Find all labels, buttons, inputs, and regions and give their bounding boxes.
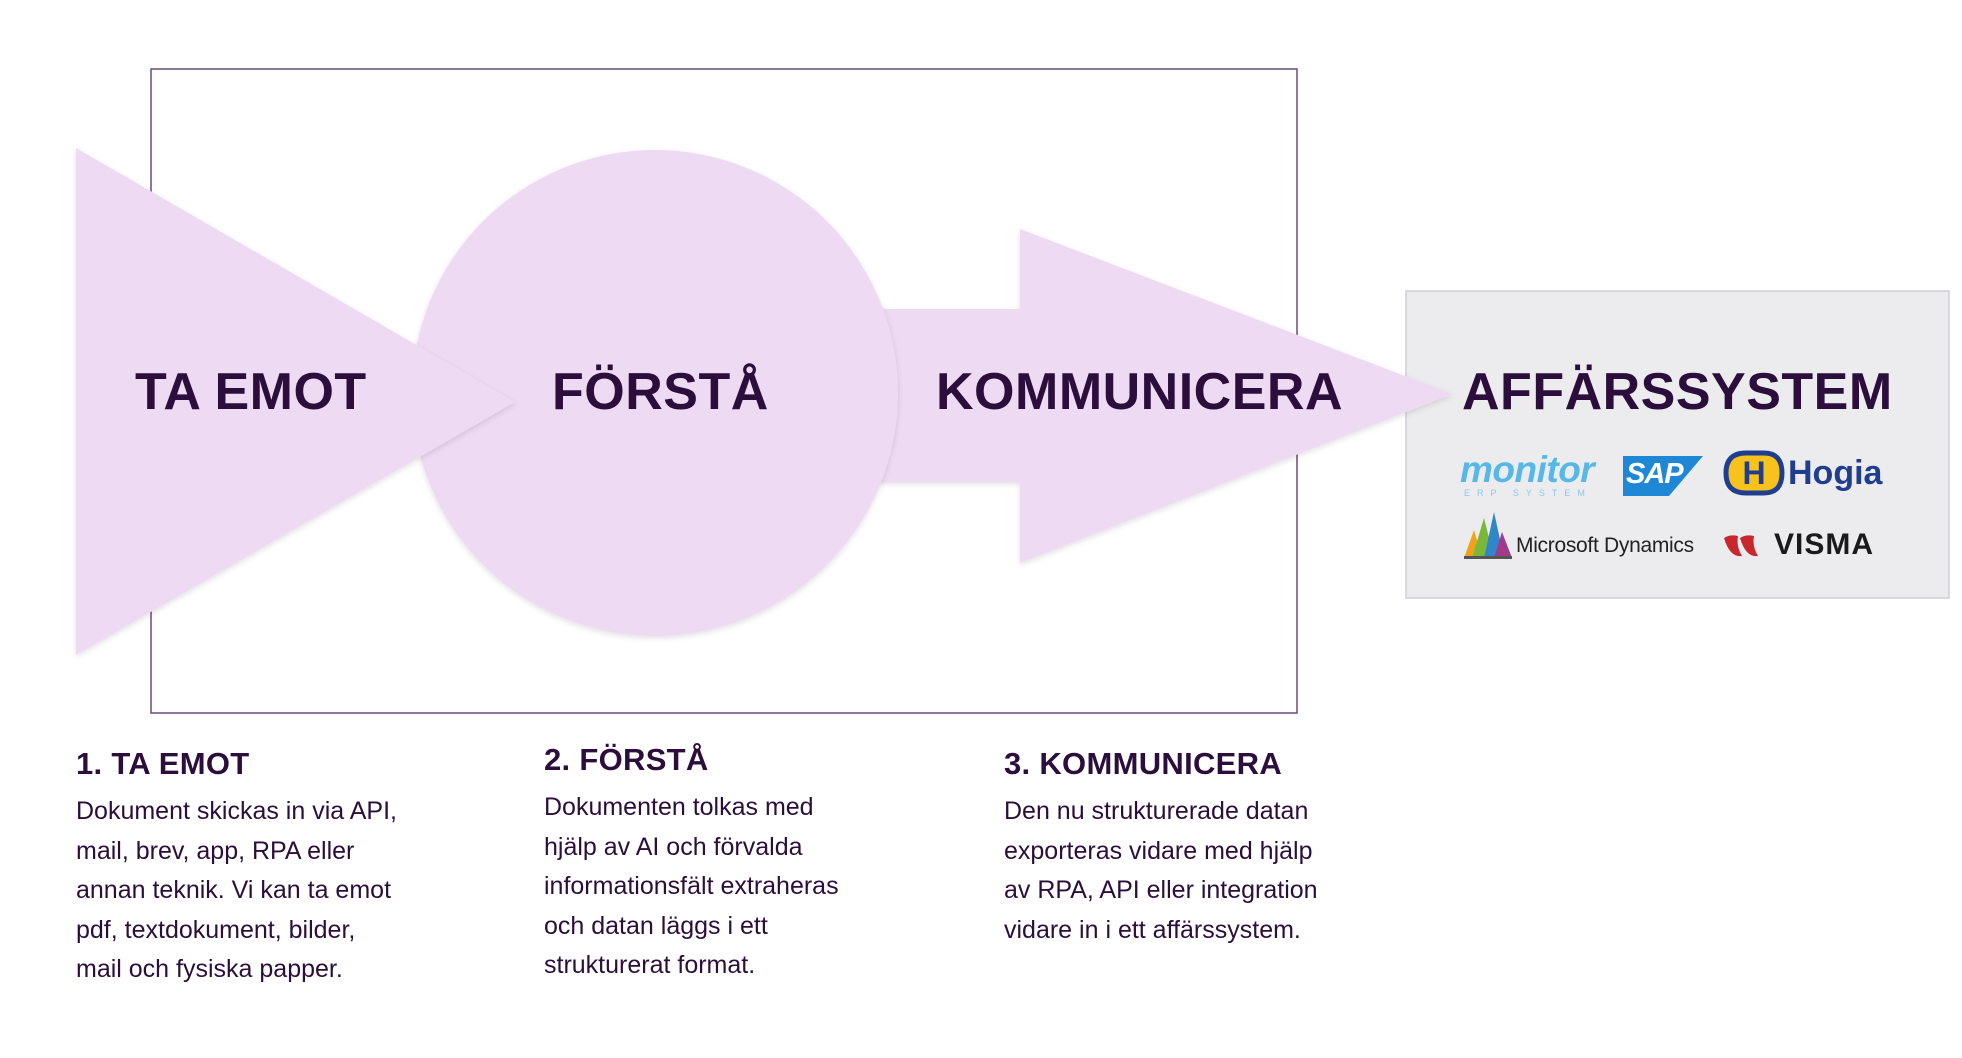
description-communicate: 3. KOMMUNICERA Den nu strukturerade data… — [1004, 746, 1444, 950]
description-understand-text: Dokumenten tolkas med hjälp av AI och fö… — [544, 793, 839, 979]
hogia-logo-word: Hogia — [1788, 454, 1883, 492]
stage-label-communicate: KOMMUNICERA — [936, 363, 1344, 421]
monitor-logo-tagline: ERP SYSTEM — [1464, 488, 1592, 498]
monitor-logo: monitor ERP SYSTEM — [1460, 449, 1595, 502]
description-receive: 1. TA EMOT Dokument skickas in via API, … — [76, 746, 516, 990]
description-understand: 2. FÖRSTÅ Dokumenten tolkas med hjälp av… — [544, 742, 984, 986]
sap-logo-shape — [1623, 456, 1703, 496]
monitor-logo-word: monitor — [1460, 449, 1595, 490]
description-understand-heading: 2. FÖRSTÅ — [544, 742, 709, 777]
sap-logo-word: SAP — [1626, 458, 1684, 490]
stage-label-receive: TA EMOT — [135, 363, 367, 421]
hogia-h-mark: H — [1742, 455, 1765, 491]
microsoft-dynamics-word: Microsoft Dynamics — [1516, 534, 1694, 557]
description-receive-heading: 1. TA EMOT — [76, 746, 250, 781]
receive-triangle — [76, 148, 515, 655]
microsoft-dynamics-logo: Microsoft Dynamics — [1462, 510, 1702, 562]
description-communicate-text: Den nu strukturerade datan exporteras vi… — [1004, 797, 1318, 944]
visma-word: VISMA — [1774, 528, 1875, 561]
stage-label-understand: FÖRSTÅ — [552, 363, 769, 421]
stage-label-erp: AFFÄRSSYSTEM — [1462, 363, 1893, 421]
hogia-h-icon: H — [1723, 450, 1785, 496]
description-communicate-heading: 3. KOMMUNICERA — [1004, 746, 1283, 781]
understand-circle — [412, 150, 898, 636]
visma-swoosh-icon — [1724, 535, 1758, 557]
sap-logo: SAP — [1623, 456, 1703, 496]
microsoft-dynamics-icon — [1464, 512, 1512, 559]
description-receive-text: Dokument skickas in via API, mail, brev,… — [76, 797, 397, 983]
communicate-arrow — [872, 229, 1452, 563]
visma-logo: VISMA — [1722, 528, 1882, 562]
